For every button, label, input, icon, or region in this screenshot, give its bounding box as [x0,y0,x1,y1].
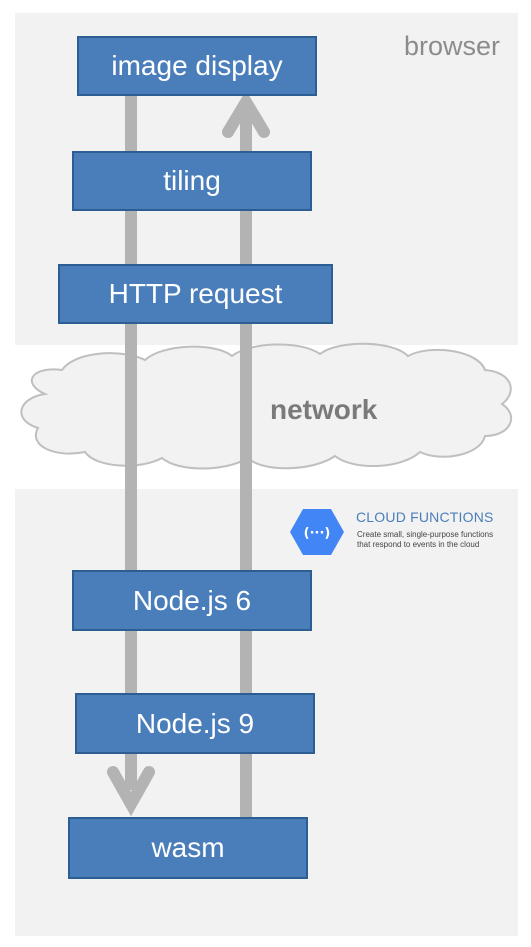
nodejs-6-box: Node.js 6 [72,570,312,631]
nodejs-9-box: Node.js 9 [75,693,315,754]
tiling-box: tiling [72,151,312,211]
cloud-functions-title: CLOUD FUNCTIONS [356,509,494,525]
svg-text:(···): (···) [304,526,331,541]
browser-label: browser [403,31,500,61]
cloud-functions-subtitle-line1: Create small, single-purpose functions [357,530,494,539]
cloud-functions-subtitle-line2: that respond to events in the cloud [357,540,480,549]
response-arrow-head [222,90,270,138]
request-arrow-head [107,766,155,817]
http-request-box: HTTP request [58,264,333,324]
network-label: network [270,394,378,425]
cloud-functions-logo-icon: (···) [290,509,344,555]
image-display-box: image display [77,36,317,96]
wasm-box: wasm [68,817,308,879]
